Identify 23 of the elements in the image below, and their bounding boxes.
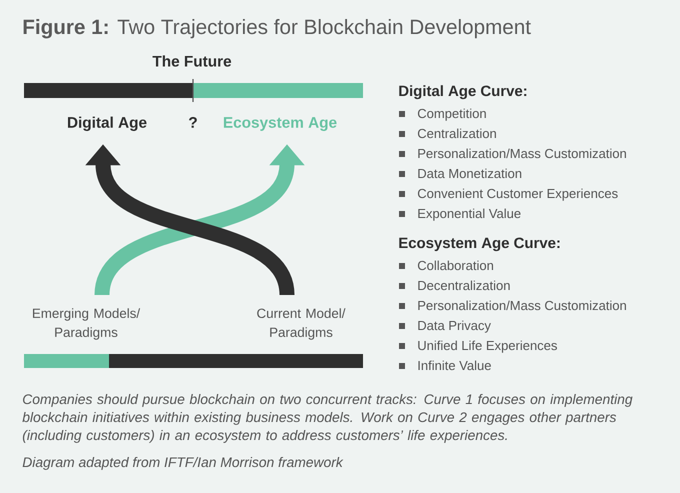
- origin-label: Current Model/ Paradigms: [257, 308, 346, 340]
- list-item: Personalization/Mass Customization: [418, 148, 626, 158]
- timeline-title: The Future: [152, 55, 232, 67]
- list-item: Data Privacy: [418, 320, 491, 333]
- list-item: Decentralization: [418, 280, 510, 290]
- list-item: Convenient Customer Experiences: [418, 188, 618, 201]
- list-item: Data Monetization: [418, 168, 522, 178]
- source-note: Diagram adapted from IFTF/Ian Morrison framework: [22, 456, 344, 470]
- age-label: Digital Age: [68, 116, 147, 131]
- list-item: Personalization/Mass Customization: [418, 300, 626, 310]
- age-label: Ecosystem Age: [224, 117, 337, 131]
- list-item: Exponential Value: [418, 208, 521, 221]
- list-item: Infinite Value: [418, 360, 491, 370]
- origin-label: Emerging Models/ Paradigms: [33, 308, 140, 340]
- list-item: Centralization: [418, 128, 496, 138]
- list-item: Competition: [418, 108, 486, 121]
- list-heading: Ecosystem Age Curve:: [399, 238, 560, 252]
- question-mark: ?: [189, 117, 197, 128]
- figure-title: Figure 1: Two Trajectories for Blockchain Development: [24, 19, 531, 38]
- caption: Companies should pursue blockchain on two concurrent tracks: Curve 1 focuses on implementing blockchain initiatives within existing business models. Work on Curve 2 engages other partners (including customers) in an ecosystem to address customers’ life experiences.: [22, 394, 632, 443]
- list-item: Collaboration: [418, 260, 494, 270]
- list-heading: Digital Age Curve:: [399, 85, 526, 100]
- list-item: Unified Life Experiences: [418, 340, 557, 353]
